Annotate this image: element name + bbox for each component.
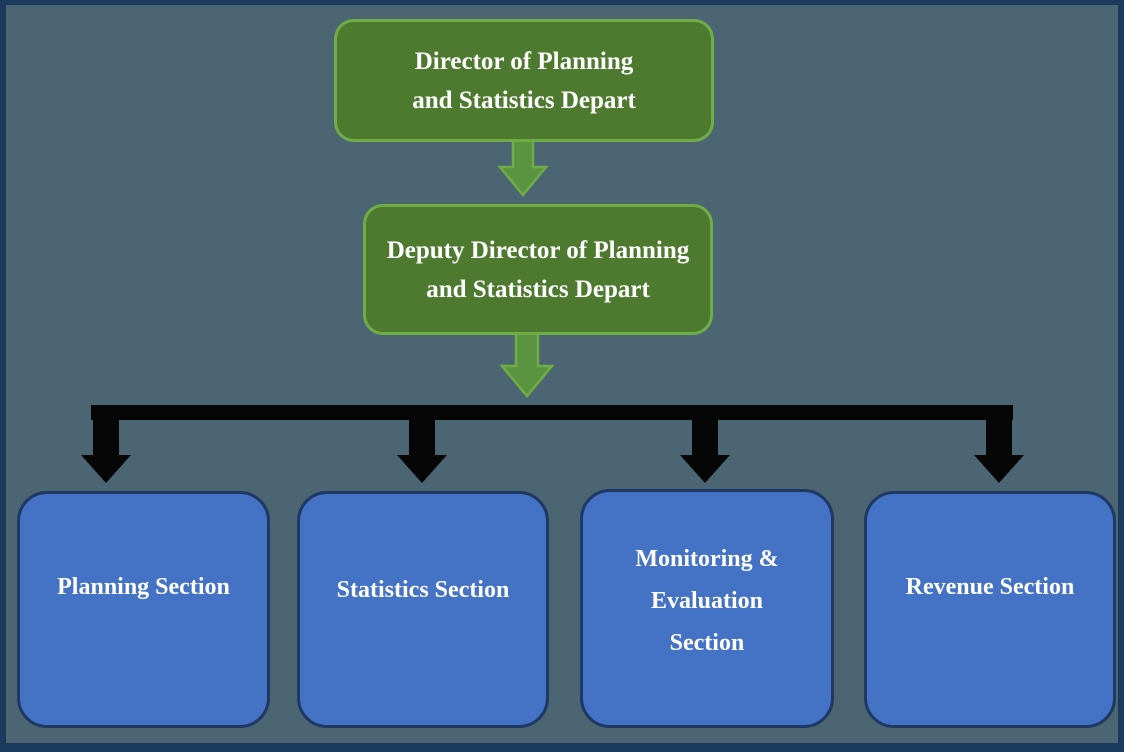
node-label-line: Deputy Director of Planning [386, 236, 690, 264]
connector-stem [692, 405, 718, 456]
connector-stem [986, 405, 1012, 456]
node-label-line: and Statistics Depart [412, 86, 636, 114]
node-label-line: Planning Section [57, 574, 230, 600]
node-director: Director of Planning and Statistics Depa… [334, 19, 714, 142]
black-down-arrowhead-icon [397, 455, 447, 483]
node-planning-section: Planning Section [17, 491, 270, 728]
node-label-line: Monitoring & [635, 546, 779, 572]
node-label-line: Director of Planning [414, 47, 634, 75]
connector-horizontal-bar [91, 405, 1013, 420]
black-down-arrowhead-icon [974, 455, 1024, 483]
node-deputy-director: Deputy Director of Planning and Statisti… [363, 204, 713, 335]
black-down-arrowhead-icon [680, 455, 730, 483]
node-revenue-section: Revenue Section [864, 491, 1116, 728]
connector-stem [93, 405, 119, 456]
green-down-arrow-shape [497, 137, 549, 197]
node-label-line: Statistics Section [336, 577, 510, 603]
node-label-line: Revenue Section [905, 574, 1075, 600]
node-label-line: Evaluation [650, 588, 764, 614]
node-monitoring-evaluation-section: Monitoring & Evaluation Section [580, 489, 834, 728]
node-label-line: Section [669, 630, 745, 656]
connector-stem [409, 405, 435, 456]
green-down-arrow-shape [499, 331, 555, 398]
black-down-arrowhead-icon [81, 455, 131, 483]
node-label-line: and Statistics Depart [426, 275, 650, 303]
node-statistics-section: Statistics Section [297, 491, 549, 728]
